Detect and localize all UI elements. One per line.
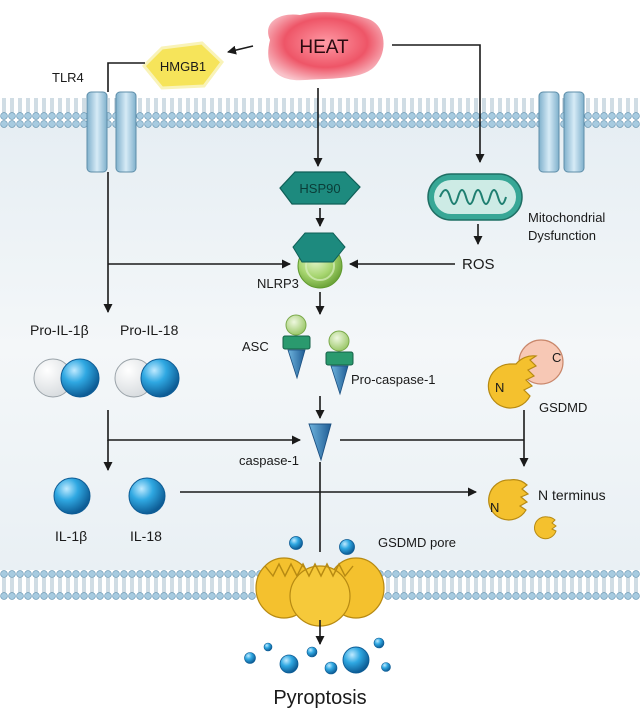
nlrp3-label: NLRP3 <box>257 276 299 291</box>
hsp90-hexagon-icon <box>279 171 361 205</box>
mito-label-line2: Dysfunction <box>528 228 596 243</box>
ros-label: ROS <box>462 256 495 273</box>
heat-blob-icon <box>268 12 384 81</box>
n-terminus-n-label: N <box>490 500 499 515</box>
il18-label: IL-18 <box>130 528 162 544</box>
gsdmd-label: GSDMD <box>539 400 587 415</box>
pro-caspase1-icon <box>325 330 354 396</box>
caspase1-label: caspase-1 <box>239 453 299 468</box>
released-il-icon <box>339 539 355 555</box>
gsdmd-pore-icon <box>255 557 385 627</box>
pro-il1b-icon <box>33 358 100 398</box>
released-cytokines-icon <box>244 637 391 675</box>
gsdmd-pore-label: GSDMD pore <box>378 535 456 550</box>
asc-label: ASC <box>242 339 269 354</box>
nlrp3-complex-icon <box>292 232 346 289</box>
pro-il1b-label: Pro-IL-1β <box>30 322 89 338</box>
arrow-heat-to-mitochondria <box>392 44 485 163</box>
il18-icon <box>128 477 166 515</box>
n-terminus-small-icon <box>534 516 557 540</box>
hmgb1-hexagon-icon <box>141 41 225 90</box>
line-hmgb1-to-tlr4 <box>107 62 145 92</box>
pyroptosis-label: Pyroptosis <box>273 687 366 709</box>
hmgb1-label: HMGB1 <box>160 59 206 74</box>
gsdmd-n-label: N <box>495 380 504 395</box>
n-terminus-icon <box>488 479 530 521</box>
pro-il18-label: Pro-IL-18 <box>120 322 179 338</box>
asc-icon <box>282 314 311 380</box>
tlr4-label: TLR4 <box>52 70 84 85</box>
mitochondria-icon <box>427 173 523 221</box>
n-terminus-label: N terminus <box>538 487 606 503</box>
il1b-icon <box>53 477 91 515</box>
heat-label: HEAT <box>299 37 349 58</box>
pro-il18-icon <box>114 358 180 398</box>
il1b-label: IL-1β <box>55 528 87 544</box>
hsp90-label: HSP90 <box>299 181 340 196</box>
released-il-icon <box>289 536 303 550</box>
arrow-heat-to-hmgb1 <box>227 45 254 55</box>
caspase1-icon <box>308 423 332 462</box>
pro-caspase1-label: Pro-caspase-1 <box>351 372 436 387</box>
tlr4-receptor-icon <box>86 91 137 173</box>
gsdmd-c-label: C <box>552 350 561 365</box>
mito-label-line1: Mitochondrial <box>528 210 605 225</box>
gsdmd-icon <box>487 339 564 409</box>
membrane-channel-icon <box>538 91 585 173</box>
